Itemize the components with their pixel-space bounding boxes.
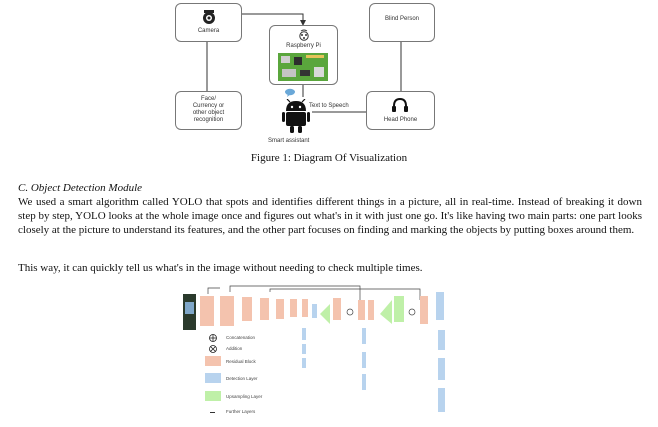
- detection-layer: [362, 328, 366, 344]
- detection-layer: [438, 388, 445, 412]
- residual-block: [290, 299, 297, 317]
- legend-upsampling-swatch: [205, 391, 221, 401]
- legend-detection: Detection Layer: [226, 376, 258, 381]
- detection-layer: [362, 352, 366, 368]
- android-robot-icon: [282, 99, 310, 133]
- chat-bubble-icon: [285, 88, 295, 97]
- detection-layer: [312, 304, 317, 318]
- section-heading: C. Object Detection Module: [18, 182, 143, 194]
- raspberry-icon: [299, 29, 309, 41]
- upsampling-layer: [394, 296, 404, 322]
- residual-block: [242, 297, 252, 321]
- head-phone-label: Head Phone: [383, 117, 418, 123]
- residual-block: [302, 299, 308, 317]
- residual-block: [358, 300, 365, 320]
- recognition-box: Face/ Currency or other object recogniti…: [175, 91, 242, 130]
- recognition-line-1: Face/: [200, 96, 216, 102]
- raspberry-pi-label: Raspberry Pi: [286, 43, 321, 49]
- legend-residual-swatch: [205, 356, 221, 366]
- raspberry-pi-box: Raspberry Pi: [269, 25, 338, 85]
- further-layers-dash: [210, 412, 215, 413]
- detection-layer: [362, 374, 366, 390]
- detection-layer: [436, 292, 444, 320]
- paragraph-2: This way, it can quickly tell us what's …: [18, 262, 423, 274]
- smart-assistant-label: Smart assistant: [268, 138, 310, 144]
- circuit-board-icon: [278, 53, 328, 81]
- residual-block: [200, 296, 214, 326]
- skip-line-3: [207, 287, 220, 294]
- recognition-line-3: other object: [192, 110, 225, 116]
- legend-detection-swatch: [205, 373, 221, 383]
- detection-layer: [438, 358, 445, 380]
- legend-addition: Addition: [226, 346, 243, 351]
- legend-further: Further Layers: [226, 409, 256, 414]
- diagram-connectors: [206, 13, 402, 113]
- text-to-speech-label: Text to Speech: [309, 103, 349, 109]
- figure-caption: Figure 1: Diagram Of Visualization: [250, 152, 408, 164]
- camera-box: Camera: [175, 3, 242, 42]
- headphone-icon: [392, 97, 408, 112]
- detection-layer: [302, 358, 306, 368]
- detection-layer: [302, 344, 306, 354]
- upsampling-layer: [320, 304, 330, 324]
- legend-residual: Residual Block: [226, 359, 256, 364]
- skip-line-2: [269, 288, 421, 300]
- head-phone-box: Head Phone: [366, 91, 435, 130]
- concat-node: [408, 308, 416, 316]
- detection-layer: [438, 330, 445, 350]
- yolo-network-svg: [183, 285, 445, 412]
- blind-person-box: Blind Person: [369, 3, 435, 42]
- residual-block: [260, 298, 269, 320]
- paragraph-1: We used a smart algorithm called YOLO th…: [18, 196, 642, 236]
- residual-block: [420, 296, 428, 324]
- residual-block: [276, 299, 284, 319]
- residual-block: [220, 296, 234, 326]
- upsampling-layer: [380, 300, 392, 324]
- input-image-sky: [185, 302, 194, 314]
- skip-line-1: [229, 285, 361, 300]
- legend-upsampling: Upsampling Layer: [226, 394, 263, 399]
- recognition-line-4: recognition: [193, 117, 224, 123]
- concat-node: [346, 308, 354, 316]
- camera-label: Camera: [197, 28, 220, 34]
- blind-person-label: Blind Person: [384, 16, 420, 22]
- residual-block: [333, 298, 341, 320]
- concatenation-icon: [209, 334, 217, 342]
- legend-concatenation: Concatenation: [226, 335, 256, 340]
- recognition-line-2: Currency or: [192, 103, 225, 109]
- detection-layer: [302, 328, 306, 340]
- camera-icon: [203, 10, 215, 24]
- addition-icon: [209, 345, 217, 353]
- residual-block: [368, 300, 374, 320]
